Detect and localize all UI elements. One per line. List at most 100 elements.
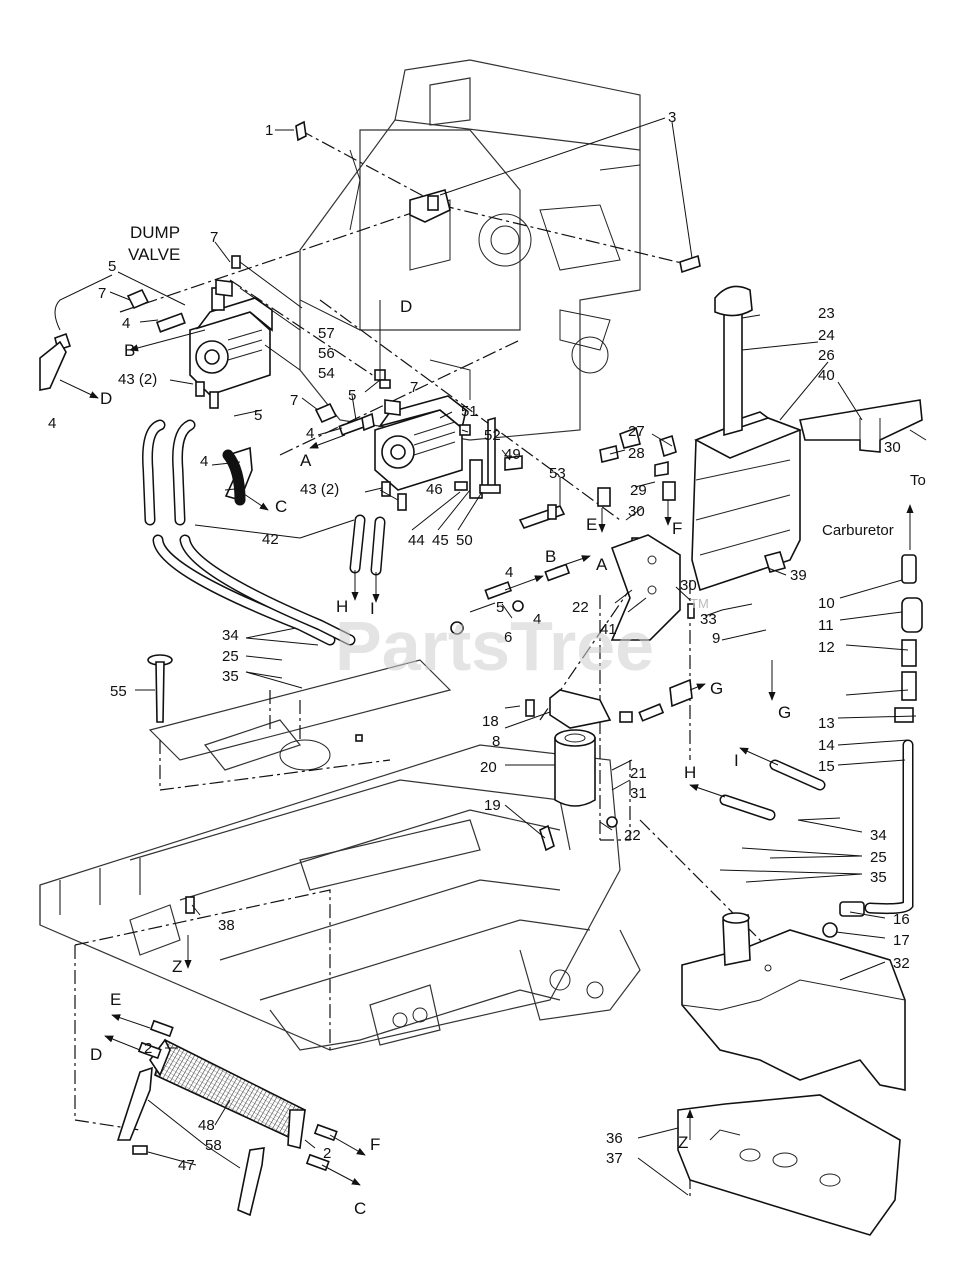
letter-h: H xyxy=(336,597,348,616)
callout-43: 43 (2) xyxy=(118,371,157,388)
letter-z: Z xyxy=(678,1133,688,1152)
callout-24: 24 xyxy=(818,327,835,344)
engine-block xyxy=(299,59,641,441)
callout-7: 7 xyxy=(290,392,298,409)
letter-c: C xyxy=(354,1199,366,1218)
fuel-tank[interactable] xyxy=(681,912,906,1091)
watermark-trademark: TM xyxy=(690,596,709,611)
letter-a: A xyxy=(300,451,312,470)
callout-2: 2 xyxy=(144,1040,152,1057)
dump-valve-label-line2: VALVE xyxy=(128,245,180,264)
callout-30: 30 xyxy=(628,503,645,520)
callout-4: 4 xyxy=(122,315,130,332)
letter-c: C xyxy=(275,497,287,516)
callout-21: 21 xyxy=(630,765,647,782)
callout-39: 39 xyxy=(790,567,807,584)
brackets xyxy=(479,399,923,852)
callout-33: 33 xyxy=(700,611,717,628)
letter-f: F xyxy=(370,1135,380,1154)
watermark: PartsTree TM xyxy=(335,596,709,685)
flow-letters: B D D A C H I E F B A G G H I Z Z E D F … xyxy=(90,297,791,1218)
callout-20: 20 xyxy=(480,759,497,776)
callout-numbers: 1 3 7 5 7 4 57 56 54 43 (2) 4 7 5 7 51 5… xyxy=(48,109,910,1174)
callout-38: 38 xyxy=(218,917,235,934)
callout-5: 5 xyxy=(496,599,504,616)
callout-23: 23 xyxy=(818,305,835,322)
callout-46: 46 xyxy=(426,481,443,498)
callout-52: 52 xyxy=(484,427,501,444)
callout-51: 51 xyxy=(461,403,478,420)
callout-12: 12 xyxy=(818,639,835,656)
dump-valve-pump[interactable] xyxy=(189,279,273,396)
callout-45: 45 xyxy=(432,532,449,549)
letter-g: G xyxy=(778,703,791,722)
callout-29: 29 xyxy=(630,482,647,499)
callout-48: 48 xyxy=(198,1117,215,1134)
callout-4: 4 xyxy=(48,415,56,432)
to-carburetor-label-line2: Carburetor xyxy=(822,522,894,539)
callout-10: 10 xyxy=(818,595,835,612)
callout-17: 17 xyxy=(893,932,910,949)
callout-47: 47 xyxy=(178,1157,195,1174)
callout-4: 4 xyxy=(200,453,208,470)
callout-58: 58 xyxy=(205,1137,222,1154)
callout-55: 55 xyxy=(110,683,127,700)
callout-26: 26 xyxy=(818,347,835,364)
callout-14: 14 xyxy=(818,737,835,754)
callout-40: 40 xyxy=(818,367,835,384)
callout-53: 53 xyxy=(549,465,566,482)
callout-34: 34 xyxy=(222,627,239,644)
callout-7: 7 xyxy=(410,379,418,396)
callout-28: 28 xyxy=(628,445,645,462)
watermark-text: PartsTree xyxy=(335,607,654,685)
hydraulic-pump[interactable] xyxy=(374,395,467,491)
callout-7: 7 xyxy=(210,229,218,246)
letter-e: E xyxy=(586,515,597,534)
callout-35: 35 xyxy=(222,668,239,685)
callout-57: 57 xyxy=(318,325,335,342)
callout-4: 4 xyxy=(505,564,513,581)
letter-b: B xyxy=(124,341,135,360)
notes: DUMP VALVE To Carburetor xyxy=(128,223,926,539)
leader-lines xyxy=(54,117,927,1196)
callout-27: 27 xyxy=(628,423,645,440)
callout-22: 22 xyxy=(572,599,589,616)
callout-30: 30 xyxy=(884,439,901,456)
callout-5: 5 xyxy=(254,407,262,424)
callout-7: 7 xyxy=(98,285,106,302)
dump-valve-label-line1: DUMP xyxy=(130,223,180,242)
callout-30: 30 xyxy=(680,577,697,594)
callout-2: 2 xyxy=(323,1145,331,1162)
callout-6: 6 xyxy=(504,629,512,646)
oil-filter[interactable] xyxy=(554,729,596,807)
callout-8: 8 xyxy=(492,733,500,750)
letter-b: B xyxy=(545,547,556,566)
letter-d: D xyxy=(400,297,412,316)
callout-5: 5 xyxy=(348,387,356,404)
flow-arrows xyxy=(59,329,914,1186)
callout-32: 32 xyxy=(893,955,910,972)
callout-36: 36 xyxy=(606,1130,623,1147)
letter-d: D xyxy=(100,389,112,408)
hydraulic-reservoir[interactable] xyxy=(691,285,803,592)
callout-54: 54 xyxy=(318,365,335,382)
callout-42: 42 xyxy=(262,531,279,548)
callout-3: 3 xyxy=(668,109,676,126)
callout-49: 49 xyxy=(504,446,521,463)
callout-44: 44 xyxy=(408,532,425,549)
callout-50: 50 xyxy=(456,532,473,549)
callout-18: 18 xyxy=(482,713,499,730)
callout-34: 34 xyxy=(870,827,887,844)
letter-a: A xyxy=(596,555,608,574)
callout-11: 11 xyxy=(818,617,834,634)
callout-5: 5 xyxy=(108,258,116,275)
oil-cooler[interactable] xyxy=(116,1019,338,1217)
letter-g: G xyxy=(710,679,723,698)
callout-1: 1 xyxy=(265,122,273,139)
callout-19: 19 xyxy=(484,797,501,814)
callout-4: 4 xyxy=(533,611,541,628)
callout-37: 37 xyxy=(606,1150,623,1167)
letter-d: D xyxy=(90,1045,102,1064)
dipstick xyxy=(147,654,173,723)
